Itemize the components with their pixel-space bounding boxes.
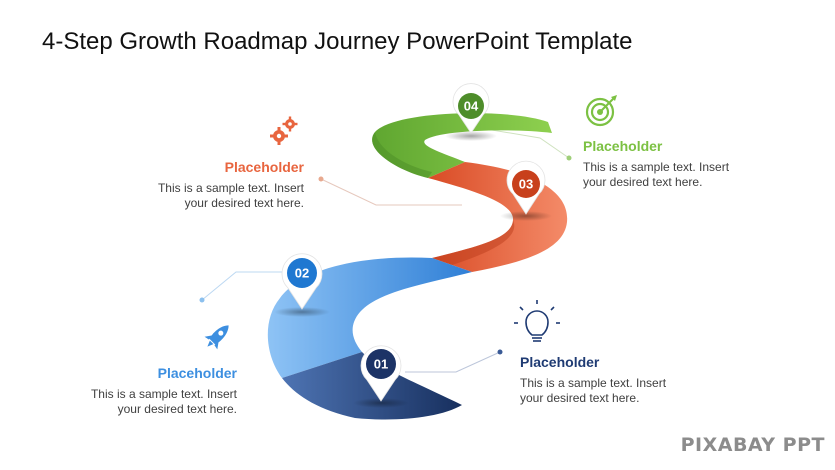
step-1-text: Placeholder This is a sample text. Inser…	[520, 354, 720, 406]
step-3-heading: Placeholder	[224, 159, 304, 175]
watermark: PIXABAY PPT	[680, 434, 825, 456]
connector-line-4	[479, 127, 570, 159]
rocket-icon	[204, 325, 229, 350]
step-4-heading: Placeholder	[583, 138, 663, 154]
step-2-body-line-2: your desired text here.	[117, 402, 237, 416]
slide-title: 4-Step Growth Roadmap Journey PowerPoint…	[42, 28, 633, 55]
step-number-02: 02	[295, 266, 309, 281]
step-4-body-line-1: This is a sample text. Insert	[583, 160, 730, 174]
connector-line-1	[405, 351, 501, 373]
step-3-text: Placeholder This is a sample text. Inser…	[104, 159, 304, 211]
connector-dot-1	[497, 349, 503, 355]
step-2-text: Placeholder This is a sample text. Inser…	[37, 365, 237, 417]
step-number-04: 04	[464, 99, 479, 114]
pin-shadow-3	[500, 211, 552, 221]
step-number-03: 03	[519, 177, 533, 192]
step-4-text: Placeholder This is a sample text. Inser…	[583, 138, 783, 190]
step-1-body-line-2: your desired text here.	[520, 391, 640, 405]
connector-dot-4	[566, 155, 572, 161]
road-segment-2	[267, 257, 472, 378]
step-3-body-line-2: your desired text here.	[184, 196, 304, 210]
connector-dot-3	[318, 176, 324, 182]
step-pin-03: 03	[506, 160, 546, 215]
step-pin-02: 02	[281, 253, 323, 310]
lightbulb-icon	[514, 300, 560, 342]
pin-shadow-1	[353, 398, 409, 408]
connector-dot-2	[199, 297, 205, 303]
connector-line-3	[320, 178, 462, 206]
step-pin-01: 01	[360, 345, 402, 402]
step-4-body-line-2: your desired text here.	[583, 175, 703, 189]
step-1-heading: Placeholder	[520, 354, 600, 370]
connector-line-2	[201, 271, 290, 301]
connector-lines	[199, 127, 572, 373]
step-number-01: 01	[374, 357, 388, 372]
pin-shadow-4	[445, 131, 497, 141]
road-segment-4	[372, 113, 552, 178]
target-icon	[585, 95, 617, 127]
step-3-body-line-1: This is a sample text. Insert	[157, 181, 304, 195]
step-pin-04: 04	[452, 83, 490, 134]
step-1-body-line-1: This is a sample text. Insert	[520, 376, 667, 390]
step-2-heading: Placeholder	[157, 365, 237, 381]
pin-shadow-2	[274, 307, 330, 317]
step-2-body-line-1: This is a sample text. Insert	[90, 387, 237, 401]
gears-icon	[270, 116, 298, 145]
